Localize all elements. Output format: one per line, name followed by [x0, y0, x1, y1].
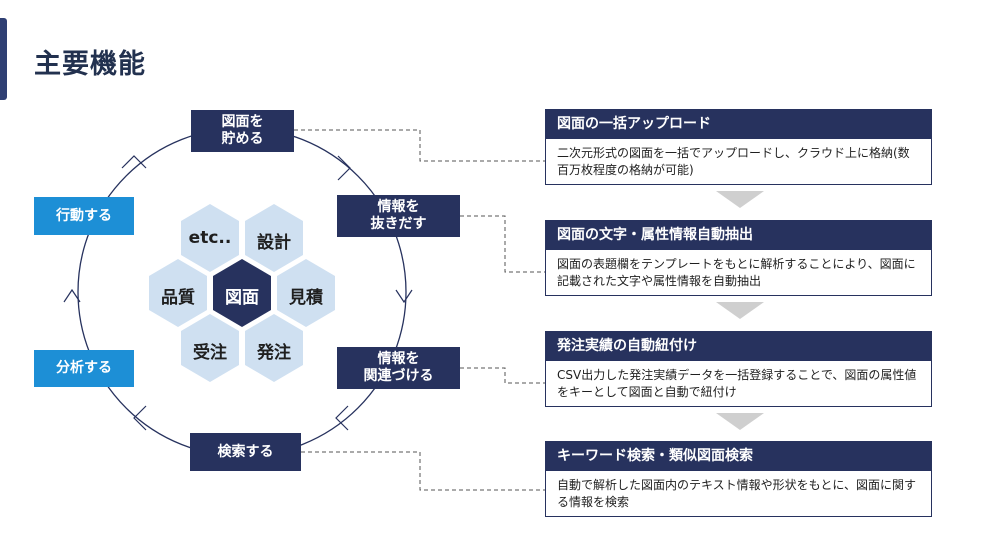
- title-accent-bar: [0, 18, 7, 100]
- feature-description: 自動で解析した図面内のテキスト情報や形状をもとに、図面に関する情報を検索: [545, 471, 932, 517]
- connector-link: [460, 367, 545, 384]
- node-link-info: 情報を 関連づける: [337, 347, 460, 389]
- feature-title: 発注実績の自動紐付け: [545, 331, 932, 361]
- cycle-arrows: [63, 155, 413, 431]
- feature-panel-search: キーワード検索・類似図面検索 自動で解析した図面内のテキスト情報や形状をもとに、…: [545, 441, 932, 517]
- node-store-label: 図面を 貯める: [221, 114, 264, 147]
- cycle-arrow-right: [395, 289, 413, 304]
- feature-description: 二次元形式の図面を一括でアップロードし、クラウド上に格納(数百万枚程度の格納が可…: [545, 139, 932, 185]
- connector-search: [301, 451, 545, 491]
- flow-arrow-3: [716, 413, 764, 430]
- node-store-drawings: 図面を 貯める: [191, 110, 294, 152]
- cycle-arrow-top-right: [337, 155, 351, 181]
- feature-panel-extract: 図面の文字・属性情報自動抽出 図面の表題欄をテンプレートをもとに解析することによ…: [545, 220, 932, 296]
- hex-label-quality: 品質: [161, 288, 195, 308]
- feature-title: 図面の一括アップロード: [545, 109, 932, 139]
- hex-label-receive: 受注: [193, 343, 227, 363]
- hex-etc-shape: [181, 204, 239, 272]
- node-analyze: 分析する: [34, 350, 134, 387]
- cycle-arrow-top-left: [121, 155, 147, 169]
- feature-title: 図面の文字・属性情報自動抽出: [545, 220, 932, 250]
- feature-title: キーワード検索・類似図面検索: [545, 441, 932, 471]
- hex-label-order: 発注: [257, 343, 291, 363]
- hex-label-design: 設計: [257, 233, 291, 253]
- hex-label-estimate: 見積: [289, 288, 323, 308]
- node-act-label: 行動する: [56, 207, 112, 224]
- feature-description: 図面の表題欄をテンプレートをもとに解析することにより、図面に記載された文字や属性…: [545, 250, 932, 296]
- hex-center-shape: [213, 259, 271, 327]
- hex-quality-shape: [149, 259, 207, 327]
- connector-extract: [460, 215, 545, 273]
- flow-arrow-2: [716, 302, 764, 319]
- node-extract-info: 情報を 抜きだす: [337, 195, 460, 237]
- node-search-label: 検索する: [217, 443, 274, 460]
- node-extract-label: 情報を 抜きだす: [370, 199, 427, 232]
- hex-label-etc: etc..: [188, 228, 232, 248]
- flow-arrow-1: [716, 191, 764, 208]
- node-act: 行動する: [34, 197, 134, 235]
- feature-panel-link: 発注実績の自動紐付け CSV出力した発注実績データを一括登録することで、図面の属…: [545, 331, 932, 407]
- hex-design-shape: [245, 204, 303, 272]
- feature-panel-upload: 図面の一括アップロード 二次元形式の図面を一括でアップロードし、クラウド上に格納…: [545, 109, 932, 185]
- hex-estimate-shape: [277, 259, 335, 327]
- node-analyze-label: 分析する: [56, 360, 112, 376]
- connector-store: [294, 129, 545, 162]
- node-search: 検索する: [190, 433, 301, 471]
- cycle-arrow-bottom-right: [335, 405, 349, 431]
- cycle-arrow-bottom-left: [133, 405, 147, 431]
- page-title: 主要機能: [34, 49, 146, 80]
- connector-lines: [294, 129, 545, 491]
- hex-receive-shape: [181, 314, 239, 382]
- hex-order-shape: [245, 314, 303, 382]
- cycle-arrow-left: [63, 288, 81, 303]
- hex-label-center: 図面: [225, 288, 259, 308]
- node-link-label: 情報を 関連づける: [363, 351, 434, 384]
- feature-description: CSV出力した発注実績データを一括登録することで、図面の属性値をキーとして図面と…: [545, 361, 932, 407]
